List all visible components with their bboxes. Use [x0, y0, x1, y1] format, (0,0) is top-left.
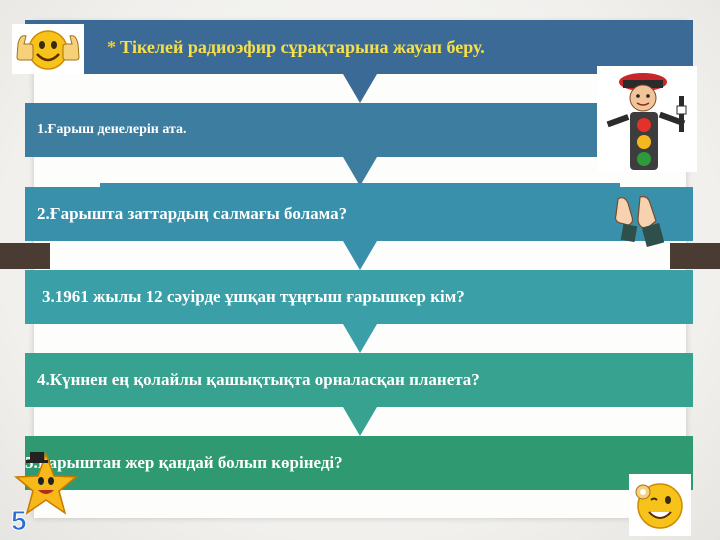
question-text-5: 5.Ғарыштан жер қандай болып көрінеді? — [25, 453, 343, 472]
title-bar: * Тікелей радиоэфир сұрақтарына жауап бе… — [25, 20, 693, 74]
title-star: * — [107, 36, 116, 57]
badge-number: 5 — [11, 505, 27, 536]
question-bar-5[interactable]: 5.Ғарыштан жер қандай болып көрінеді? — [25, 436, 693, 490]
question-bar-4[interactable]: 4.Күннен ең қолайлы қашықтықта орналасқа… — [25, 353, 693, 407]
title-text: Тікелей радиоэфир сұрақтарына жауап беру… — [120, 36, 485, 57]
arrow-down — [343, 241, 377, 270]
question-bar-2[interactable]: 2.Ғарышта заттардың салмағы болама? — [25, 187, 693, 241]
question-text-2: 2.Ғарышта заттардың салмағы болама? — [37, 204, 348, 223]
question-bar-1[interactable]: 1.Ғарыш денелерін ата. — [25, 103, 693, 157]
question-text-4: 4.Күннен ең қолайлы қашықтықта орналасқа… — [37, 370, 480, 389]
smiley-ok-icon — [629, 474, 691, 536]
traffic-light-police-icon — [597, 66, 697, 172]
hands-icon — [614, 196, 665, 247]
star-character-icon: 5 — [11, 451, 78, 536]
question-bar-3[interactable]: 3.1961 жылы 12 сәуірде ұшқан тұңғыш ғары… — [25, 270, 693, 324]
left-rail — [0, 243, 50, 269]
arrow-down — [343, 74, 377, 103]
right-rail — [670, 243, 720, 269]
question-text-1: 1.Ғарыш денелерін ата. — [37, 122, 187, 137]
arrow-down — [343, 407, 377, 436]
arrow-down — [343, 324, 377, 353]
question-text-3: 3.1961 жылы 12 сәуірде ұшқан тұңғыш ғары… — [42, 287, 465, 306]
smiley-thumbs-up-icon — [12, 24, 84, 74]
arrow-down — [343, 157, 377, 186]
